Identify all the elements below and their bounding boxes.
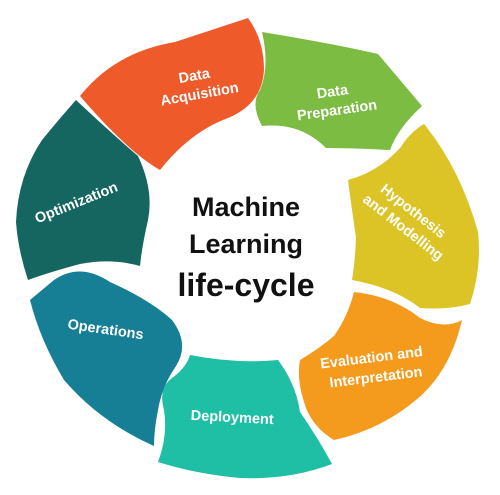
center-title-line1: Machine [192,192,300,222]
label-line: Deployment [190,408,274,428]
segment-deployment [158,355,332,479]
segment-evaluation-interpretation [298,292,462,440]
segment-data-preparation [255,32,422,150]
segment-data-acquisition [80,18,264,170]
label-line: Data [177,66,212,87]
segment-optimization [16,100,150,280]
label-deployment: Deployment [190,408,274,428]
label-line: Data [316,82,350,102]
center-title-line2: Learning [189,229,303,259]
center-title-line3: life-cycle [178,267,315,303]
segment-operations [30,271,183,446]
segment-hypothesis-modelling [348,124,479,309]
